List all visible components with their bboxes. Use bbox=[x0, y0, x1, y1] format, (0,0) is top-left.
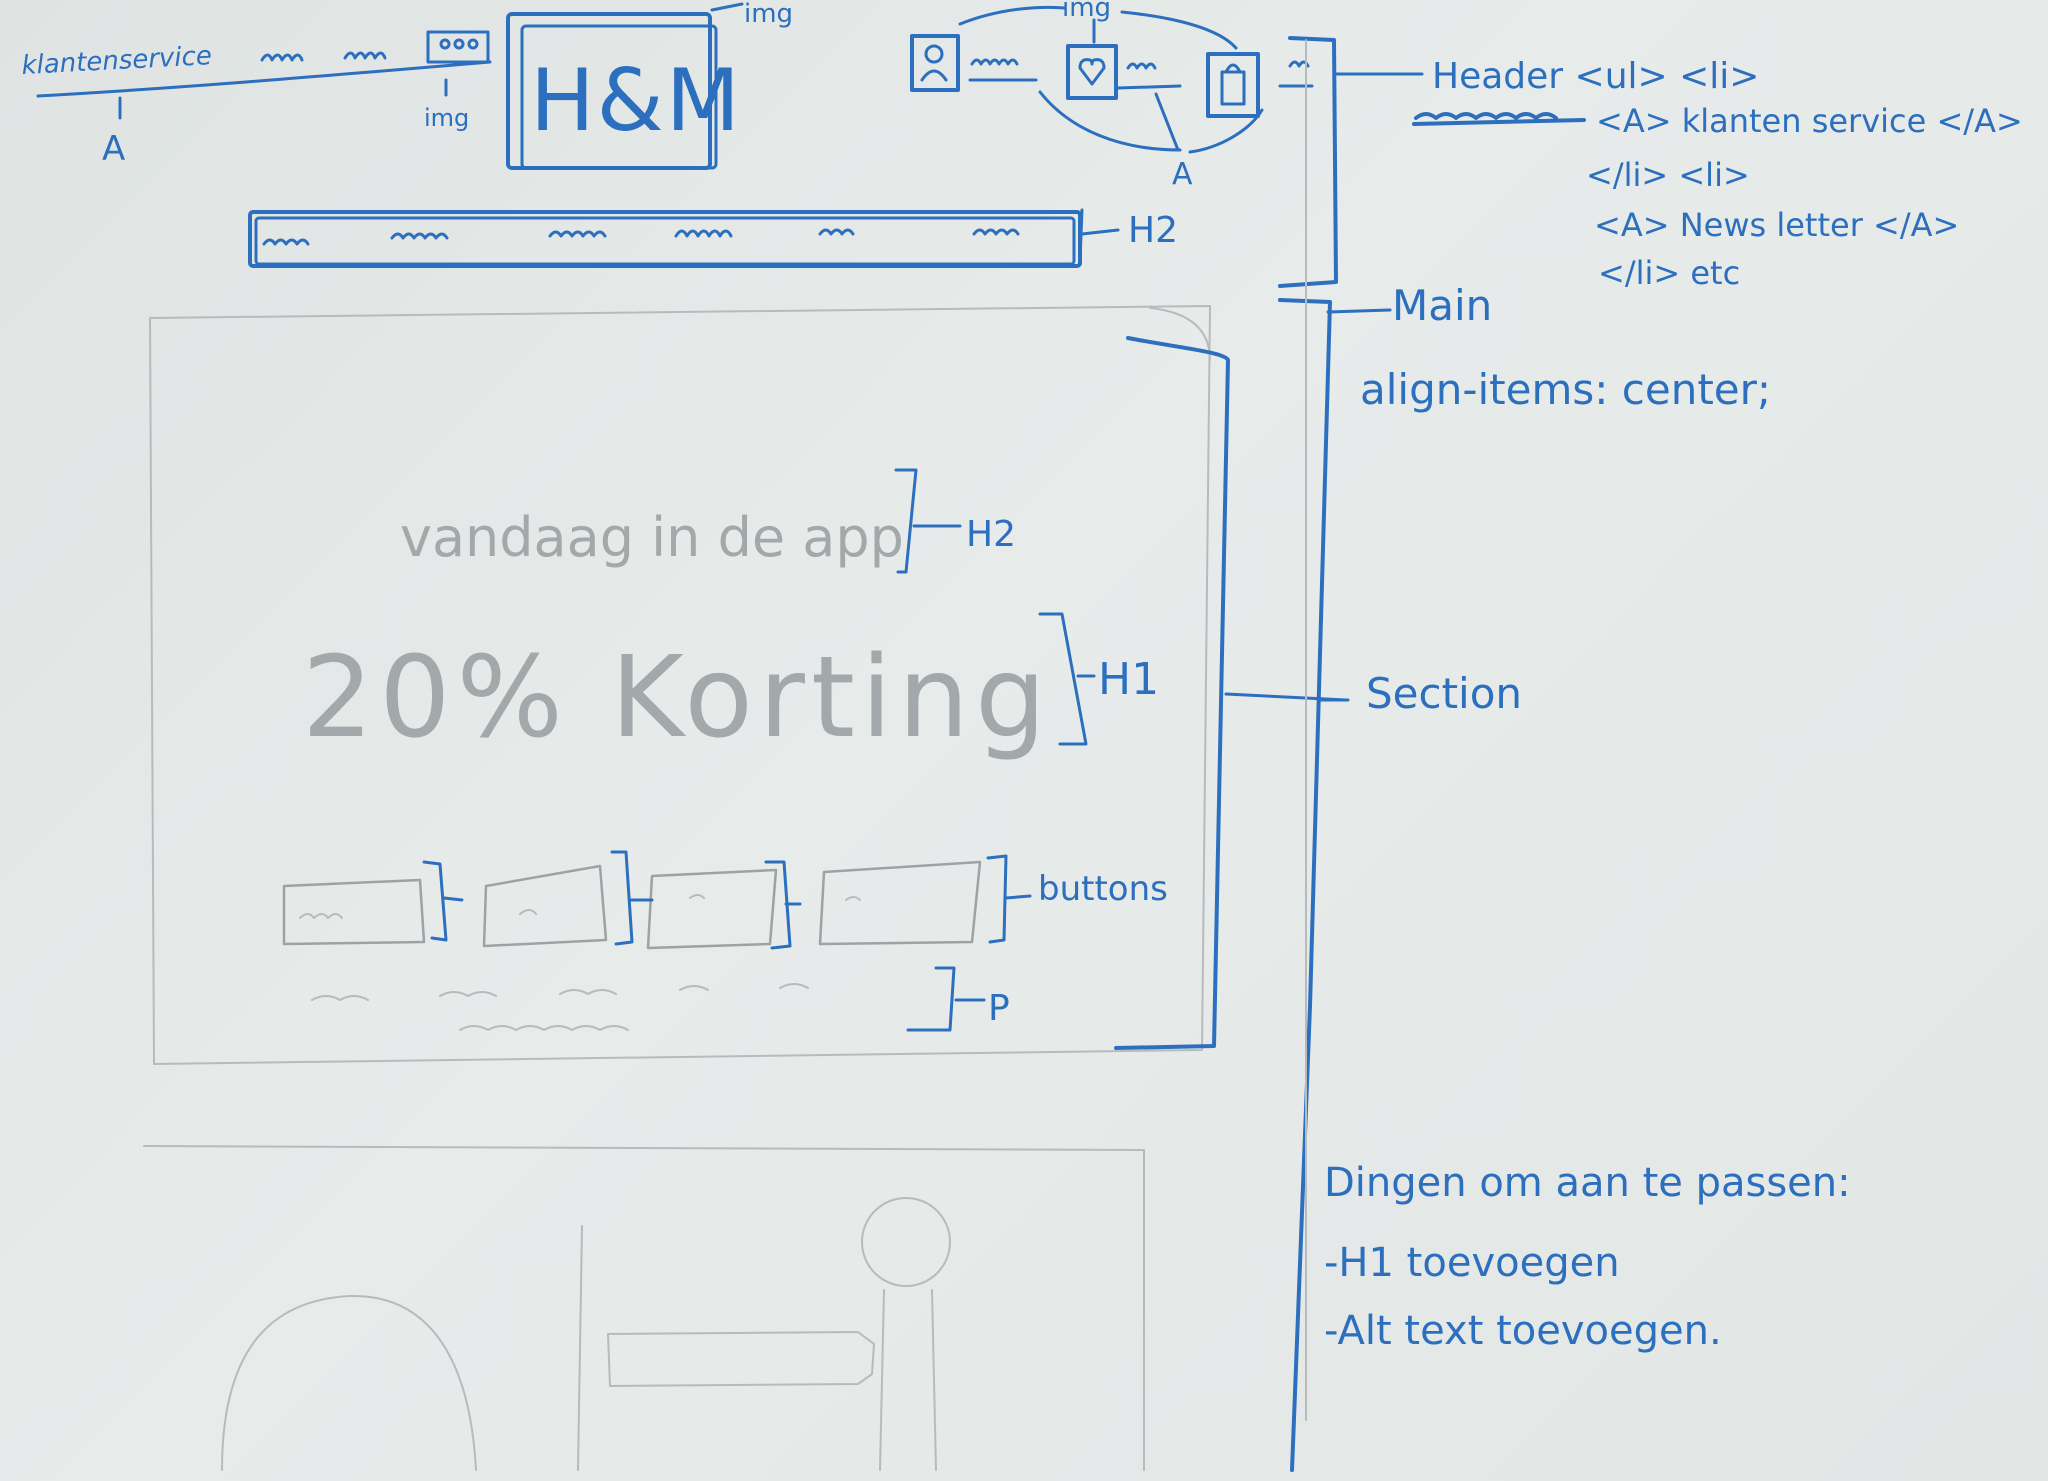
paragraph-marker: P bbox=[988, 988, 1010, 1029]
todo-item-1: -H1 toevoegen bbox=[1324, 1240, 1620, 1286]
link-marker-a: A bbox=[102, 129, 125, 169]
sketch-stroke bbox=[920, 69, 948, 82]
sketch-stroke bbox=[894, 468, 918, 574]
sketch-stroke bbox=[1120, 10, 1238, 50]
klantenservice-link-text: klantenservice bbox=[21, 41, 213, 81]
header-annotation-line1: Header <ul> <li> bbox=[1432, 56, 1759, 97]
scribble-text bbox=[343, 51, 387, 60]
sketch-stroke bbox=[520, 24, 718, 170]
main-annotation: Main bbox=[1392, 281, 1492, 330]
hero-frame bbox=[149, 305, 1211, 1065]
hero-button-2 bbox=[482, 864, 608, 948]
scribble-text bbox=[260, 53, 304, 62]
sketch-stroke bbox=[1080, 228, 1120, 236]
dots-image-placeholder bbox=[426, 30, 490, 64]
struck-out-word bbox=[1412, 112, 1586, 126]
nav-item-scribble bbox=[262, 238, 310, 246]
sketch-stroke bbox=[906, 966, 956, 1032]
model-silhouette-2-head bbox=[861, 1197, 951, 1287]
sketch-stroke bbox=[610, 850, 654, 946]
header-annotation-line4: <A> News letter </A> bbox=[1594, 206, 1959, 244]
sketch-stroke bbox=[1038, 612, 1088, 746]
sketch-stroke bbox=[1078, 58, 1106, 86]
nav-item-scribble bbox=[972, 228, 1020, 236]
sketch-stroke bbox=[764, 860, 802, 950]
account-icon-box bbox=[910, 34, 960, 92]
header-annotation-line3: </li> <li> bbox=[1586, 156, 1750, 194]
img-marker-dots: img bbox=[424, 104, 469, 132]
sketch-stroke bbox=[710, 2, 744, 12]
sketch-stroke bbox=[958, 5, 1066, 26]
hero-subtitle-marker: H2 bbox=[966, 514, 1016, 555]
header-annotation-line5: </li> etc bbox=[1598, 254, 1740, 292]
scribble-text bbox=[1126, 62, 1157, 70]
sketch-stroke bbox=[439, 38, 451, 50]
sketch-stroke bbox=[1116, 84, 1182, 90]
sketch-stroke bbox=[845, 896, 861, 901]
sketch-stroke bbox=[254, 216, 1076, 266]
sketch-stroke bbox=[879, 1289, 937, 1471]
hero-title-marker: H1 bbox=[1098, 654, 1159, 705]
scribble-text bbox=[970, 58, 1019, 66]
sketch-stroke bbox=[519, 909, 537, 915]
sketch-stroke bbox=[1154, 92, 1180, 152]
nav-bar-box bbox=[248, 210, 1082, 268]
structure-annotations: Header <ul> <li> <A> klanten service </A… bbox=[1278, 36, 2023, 1472]
bag-icon-box bbox=[1206, 52, 1260, 118]
sketch-stroke bbox=[1220, 70, 1246, 106]
todo-title: Dingen om aan te passen: bbox=[1324, 1160, 1851, 1206]
sketch-stroke bbox=[459, 1025, 629, 1031]
img-marker-icons: img bbox=[1062, 0, 1111, 23]
sketch-stroke bbox=[453, 38, 465, 50]
nav-item-scribble bbox=[390, 232, 449, 240]
top-bar-underline bbox=[36, 60, 492, 98]
hero-button-3 bbox=[646, 868, 778, 950]
hero-button-1 bbox=[282, 878, 426, 946]
model-silhouette-1 bbox=[221, 1294, 477, 1471]
img-marker-logo: img bbox=[744, 0, 793, 29]
sketch-stroke bbox=[1038, 90, 1182, 152]
hero-button-4 bbox=[818, 860, 982, 946]
section-bracket bbox=[1114, 336, 1230, 1050]
logo-text: H&M bbox=[530, 51, 742, 151]
main-rule-annotation: align-items: center; bbox=[1360, 365, 1771, 414]
header-annotation-line2: <A> klanten service </A> bbox=[1596, 102, 2023, 140]
lower-section-sketch bbox=[143, 1145, 1145, 1471]
section-annotation: Section bbox=[1366, 669, 1522, 718]
sketch-stroke bbox=[1326, 308, 1392, 314]
hero-title: 20% Korting bbox=[302, 633, 1052, 763]
nav-item-scribble bbox=[818, 228, 855, 236]
favorites-icon-box bbox=[1066, 44, 1118, 100]
sketch-stroke bbox=[422, 860, 464, 942]
buttons-marker: buttons bbox=[1038, 869, 1168, 909]
sketch-stroke bbox=[689, 894, 705, 899]
banner-sketch bbox=[607, 1331, 875, 1387]
top-bar-sketch: klantenservice A img H&M img bbox=[21, 0, 1314, 268]
header-bracket bbox=[1278, 36, 1338, 288]
todo-item-2: -Alt text toevoegen. bbox=[1324, 1308, 1722, 1354]
sketch-stroke bbox=[986, 854, 1032, 944]
lower-frame bbox=[143, 1145, 1145, 1471]
hero-subtitle: vandaag in de app bbox=[400, 506, 904, 569]
sketch-stroke bbox=[467, 38, 479, 50]
sketch-stroke bbox=[1224, 63, 1242, 74]
sketch-stroke bbox=[924, 44, 944, 64]
nav-item-scribble bbox=[548, 230, 607, 238]
hero-paragraph-scribble bbox=[311, 983, 809, 1001]
sketch-stroke bbox=[1188, 108, 1264, 154]
hero-sketch: vandaag in de app 20% Korting H2 H1 butt… bbox=[149, 305, 1348, 1065]
nav-marker: H2 bbox=[1128, 210, 1178, 251]
sketch-stroke bbox=[577, 1225, 583, 1471]
sketch-stroke bbox=[299, 913, 343, 919]
icons-link-marker: A bbox=[1172, 157, 1193, 192]
nav-item-scribble bbox=[674, 229, 733, 238]
